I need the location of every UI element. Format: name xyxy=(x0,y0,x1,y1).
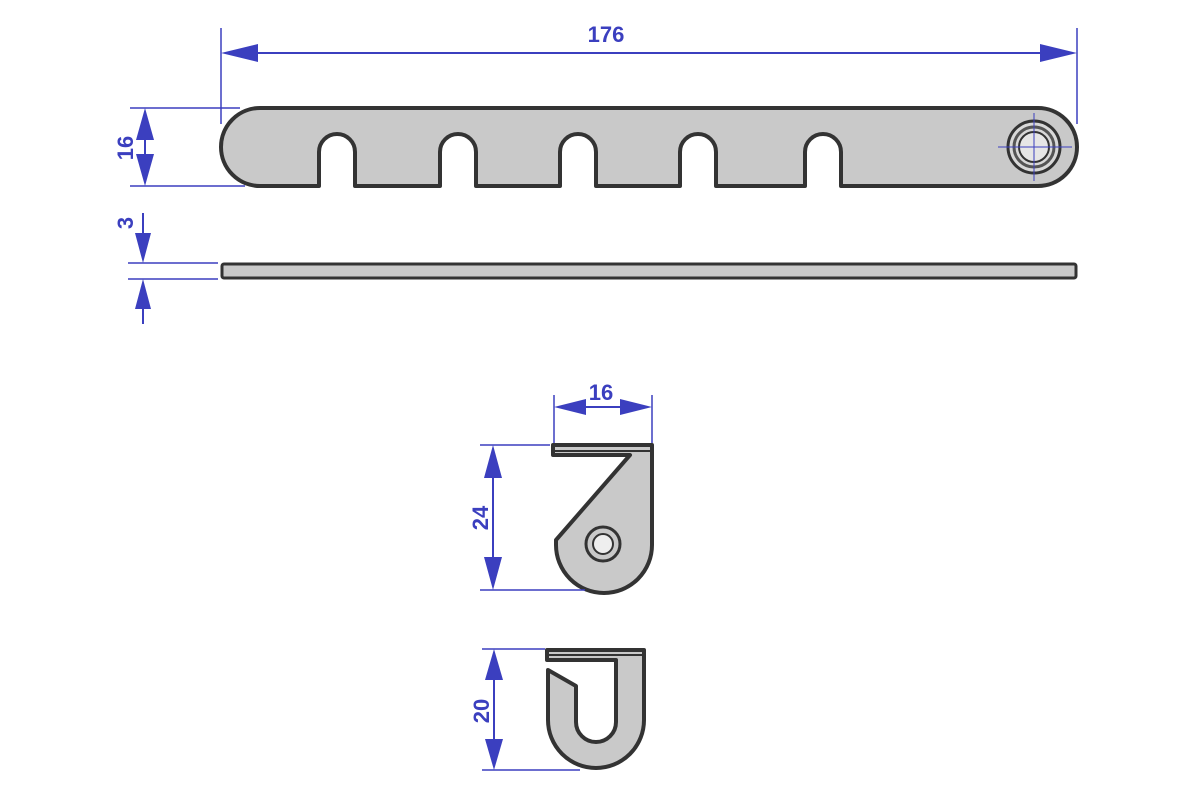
arrowhead-left xyxy=(221,44,258,62)
slotted-bar-outline xyxy=(219,106,1079,188)
dimension-label-16: 16 xyxy=(113,136,138,160)
dimension-label-176: 176 xyxy=(588,22,625,47)
u-clip-outline xyxy=(545,648,646,770)
arrowhead-bottom xyxy=(136,154,154,186)
dimension-bar-thickness: 3 xyxy=(113,213,218,324)
hook-bracket xyxy=(551,443,654,595)
arrowhead-thin-bottom xyxy=(135,279,151,309)
dimension-hook-width: 16 xyxy=(553,380,653,443)
arrowhead-hook-left xyxy=(554,399,586,415)
dimension-hook-height: 24 xyxy=(468,444,585,591)
dimension-bar-width: 16 xyxy=(113,107,245,187)
thin-bar-outline xyxy=(220,262,1078,280)
dimension-label-3: 3 xyxy=(113,217,138,229)
dimension-label-20: 20 xyxy=(469,699,494,723)
arrowhead-thin-top xyxy=(135,233,151,263)
bar-top-view xyxy=(219,106,1079,188)
hook-plate-outline xyxy=(551,443,654,595)
arrowhead-hook-up xyxy=(484,445,502,478)
dimension-label-24: 24 xyxy=(468,505,493,530)
arrowhead-hook-right xyxy=(620,399,652,415)
dimension-label-hook-16: 16 xyxy=(589,380,613,405)
bar-side-view xyxy=(220,262,1078,280)
u-clip xyxy=(545,648,646,770)
hook-hole-inner xyxy=(592,533,614,555)
arrowhead-hook-down xyxy=(484,557,502,590)
arrowhead-clip-up xyxy=(485,649,503,680)
arrowhead-top xyxy=(136,108,154,140)
dimension-clip-height: 20 xyxy=(469,648,580,771)
arrowhead-right xyxy=(1040,44,1077,62)
arrowhead-clip-down xyxy=(485,739,503,770)
